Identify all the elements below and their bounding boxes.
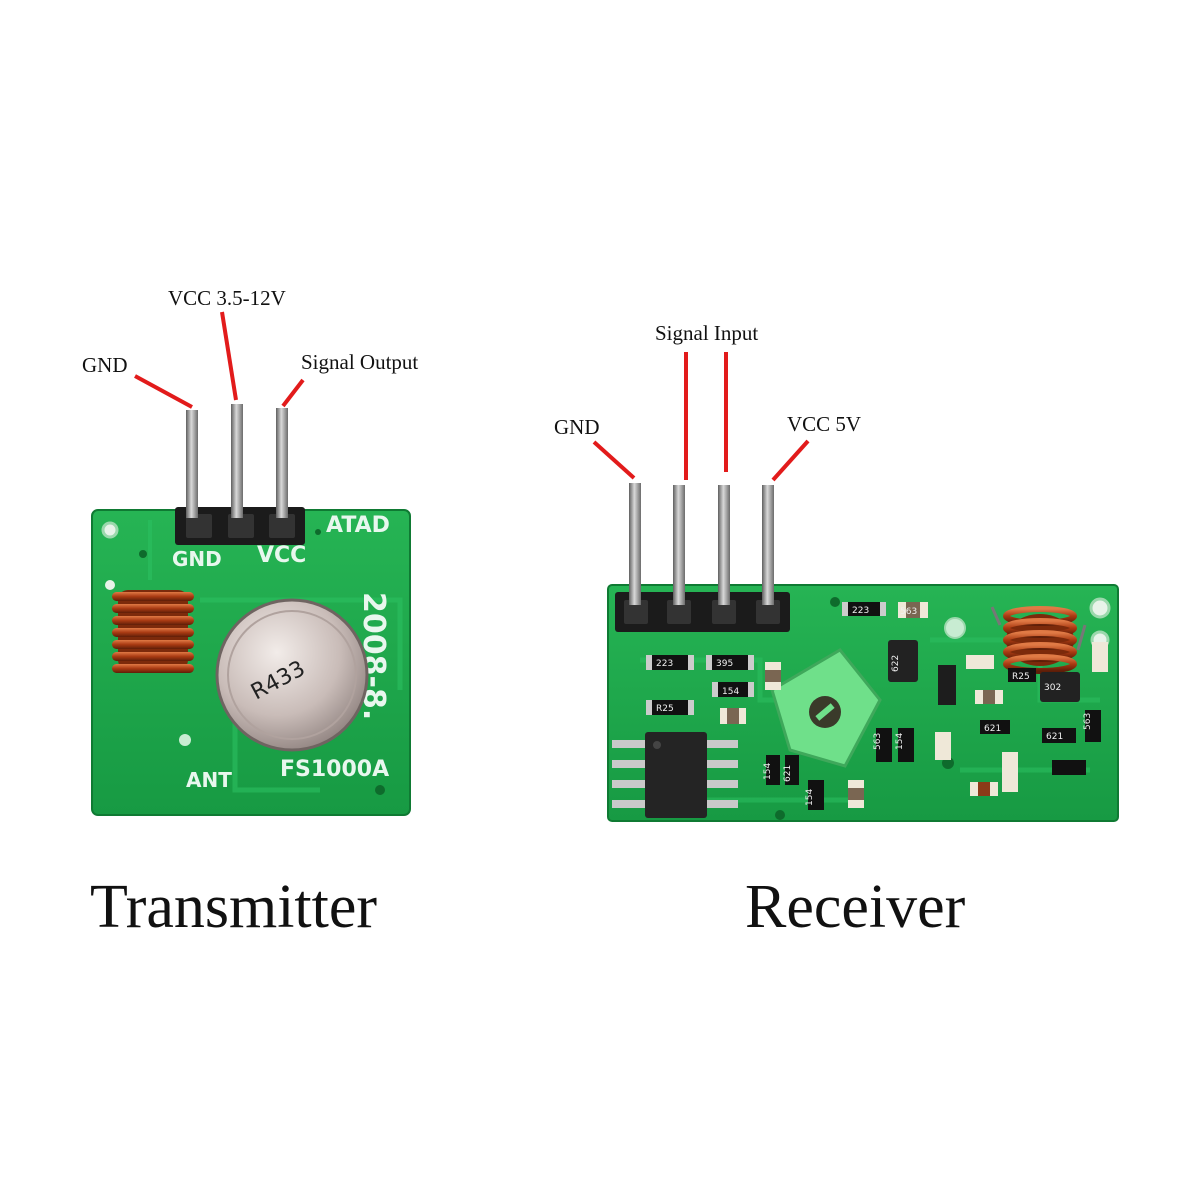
smd-code: 563 — [1083, 713, 1093, 730]
smd-code: 621 — [984, 724, 1001, 734]
leader-tx-vcc — [220, 311, 238, 401]
transistor-r25-a — [888, 640, 918, 682]
smd-code: R25 — [1012, 672, 1030, 682]
smd-code: 154 — [895, 733, 905, 750]
transmitter-pin-data — [276, 408, 288, 518]
receiver-pin-data2 — [718, 485, 730, 605]
rx-label-gnd: GND — [554, 415, 600, 439]
smd-code: 395 — [716, 659, 733, 669]
receiver-antenna-coil — [990, 606, 1087, 674]
tx-label-gnd: GND — [82, 353, 128, 377]
smd-code: 621 — [1046, 732, 1063, 742]
smd-code: 223 — [656, 659, 673, 669]
saw-resonator — [215, 598, 369, 752]
receiver-pin-data1 — [673, 485, 685, 605]
smd-code: 563 — [900, 607, 917, 617]
smd-code: 563 — [873, 733, 883, 750]
smd-code: 154 — [722, 687, 739, 697]
smd-code: 154 — [805, 789, 815, 806]
transmitter-module: ATAD GND VCC 2008-8. FS1000A ANT R433 GN… — [82, 286, 418, 941]
silk-ant: ANT — [186, 768, 232, 792]
smd-code: R25 — [656, 704, 674, 714]
smd-code: 154 — [763, 763, 773, 780]
rx-label-vcc: VCC 5V — [787, 412, 861, 436]
leader-rx-vcc — [771, 439, 810, 482]
leader-rx-gnd — [592, 440, 636, 480]
tx-label-vcc: VCC 3.5-12V — [168, 286, 286, 310]
rx-label-signal: Signal Input — [655, 321, 758, 345]
leader-tx-gnd — [134, 374, 193, 409]
smd-code: 223 — [852, 606, 869, 616]
smd-components — [646, 602, 1108, 810]
transmitter-title: Transmitter — [90, 873, 377, 941]
smd-code: 621 — [783, 765, 793, 782]
receiver-module: GND Signal Input VCC 5V Receiver — [554, 321, 1119, 941]
silk-atad: ATAD — [326, 513, 390, 538]
transmitter-pin-vcc — [231, 404, 243, 518]
silk-vcc: VCC — [257, 543, 306, 568]
transmitter-antenna-coil — [112, 590, 194, 673]
smd-code: 302 — [1044, 683, 1061, 693]
receiver-title: Receiver — [745, 873, 966, 941]
silk-model: FS1000A — [280, 757, 389, 782]
smd-code: 622 — [891, 655, 901, 672]
leader-tx-signal — [281, 378, 305, 408]
transistor-r25-b — [1040, 672, 1080, 702]
receiver-pin-gnd — [629, 483, 641, 605]
receiver-pin-vcc — [762, 485, 774, 605]
receiver-header — [615, 592, 790, 632]
transmitter-pin-gnd — [186, 410, 198, 518]
silk-gnd: GND — [172, 547, 222, 571]
tuning-trimmer — [770, 648, 882, 768]
tx-label-signal: Signal Output — [301, 350, 418, 374]
receiver-ic — [612, 732, 738, 818]
